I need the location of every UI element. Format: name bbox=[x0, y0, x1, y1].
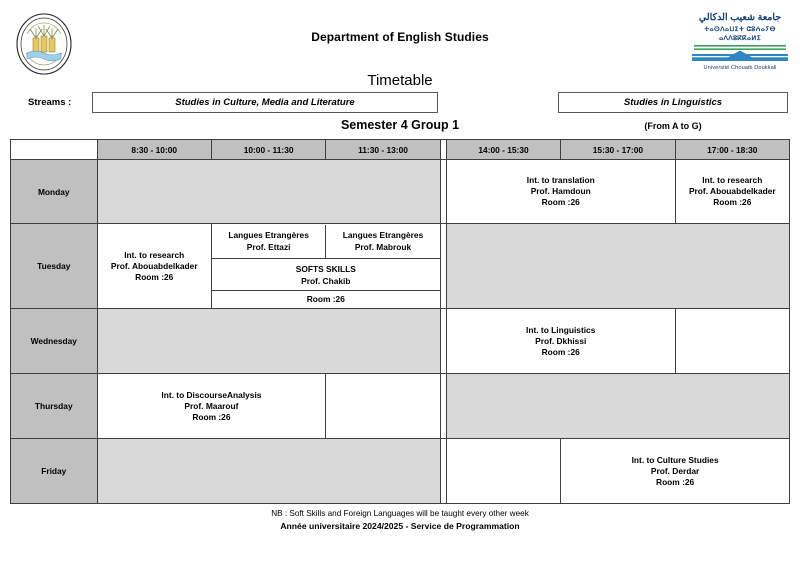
slot-tuesday-langues-mabrouk[interactable]: Langues Etrangères Prof. Mabrouk bbox=[325, 224, 440, 259]
table-row-tuesday: Tuesday Int. to research Prof. Abouabdel… bbox=[10, 223, 791, 309]
page-header: Department of English Studies Timetable … bbox=[0, 0, 800, 92]
university-name-arabic: جامعة شعيب الدكالي bbox=[698, 12, 782, 23]
teacher-name: Prof. Mabrouk bbox=[354, 242, 412, 253]
university-logo-mark-icon bbox=[688, 45, 792, 63]
course-name: Int. to DiscourseAnalysis bbox=[161, 389, 262, 400]
room-number: Room :26 bbox=[541, 346, 580, 357]
timetable-table: 8:30 - 10:00 10:00 - 11:30 11:30 - 13:00… bbox=[10, 139, 791, 504]
header-timeslot-morning-3: 11:30 - 13:00 bbox=[325, 139, 441, 160]
teacher-name: Prof. Chakib bbox=[301, 275, 351, 286]
slot-thursday-midday-empty[interactable] bbox=[325, 373, 441, 439]
slot-tuesday-langues-ettazi[interactable]: Langues Etrangères Prof. Ettazi bbox=[211, 224, 327, 259]
table-row-monday: Monday Int. to translation Prof. Hamdoun… bbox=[10, 159, 791, 224]
timetable-header-row: 8:30 - 10:00 10:00 - 11:30 11:30 - 13:00… bbox=[10, 139, 791, 160]
footer-note: NB : Soft Skills and Foreign Languages w… bbox=[271, 509, 529, 518]
header-timeslot-afternoon-1: 14:00 - 15:30 bbox=[445, 139, 562, 160]
header-timeslot-afternoon-3: 17:00 - 18:30 bbox=[674, 139, 791, 160]
slot-friday-morning-empty[interactable] bbox=[96, 438, 441, 504]
room-number: Room :26 bbox=[135, 271, 174, 282]
course-name: Langues Etrangères bbox=[342, 230, 424, 241]
table-row-wednesday: Wednesday Int. to Linguistics Prof. Dkhi… bbox=[10, 308, 791, 374]
semester-row: Semester 4 Group 1 (From A to G) bbox=[0, 118, 800, 138]
slot-tuesday-soft-skills[interactable]: SOFTS SKILLS Prof. Chakib bbox=[211, 258, 440, 291]
university-name-french: Université Chouaib Doukkali bbox=[703, 65, 777, 71]
teacher-name: Prof. Hamdoun bbox=[530, 186, 591, 196]
stream-box-culture-media-literature: Studies in Culture, Media and Literature bbox=[92, 92, 438, 113]
day-label-tuesday: Tuesday bbox=[10, 223, 98, 309]
teacher-name: Prof. Abouabdelkader bbox=[688, 186, 776, 196]
table-row-friday: Friday Int. to Culture Studies Prof. Der… bbox=[10, 438, 790, 504]
column-gap bbox=[439, 438, 447, 504]
university-logo: جامعة شعيب الدكالي ⵜⴰⵙⴷⴰⵡⵉⵜ ⵛⵓⵄⴰⵢⴱ ⴰⴷⴷⵓⴽ… bbox=[688, 12, 792, 74]
streams-row: Streams : Studies in Culture, Media and … bbox=[0, 92, 800, 118]
timetable-grid: 8:30 - 10:00 10:00 - 11:30 11:30 - 13:00… bbox=[10, 139, 791, 504]
slot-tuesday-soft-skills-room: Room :26 bbox=[211, 290, 440, 308]
day-label-friday: Friday bbox=[10, 438, 98, 504]
course-name: Int. to research bbox=[124, 249, 185, 260]
slot-monday-research[interactable]: Int. to research Prof. Abouabdelkader Ro… bbox=[674, 159, 791, 224]
course-name: Int. to research bbox=[702, 175, 763, 185]
table-row-thursday: Thursday Int. to DiscourseAnalysis Prof.… bbox=[10, 373, 791, 439]
room-number: Room :26 bbox=[713, 197, 752, 207]
slot-wednesday-morning-empty[interactable] bbox=[96, 308, 441, 374]
slot-monday-morning-empty[interactable] bbox=[96, 159, 441, 224]
header-corner-cell bbox=[10, 139, 98, 160]
footer-academic-year: Année universitaire 2024/2025 - Service … bbox=[280, 521, 520, 531]
tuesday-inner-row-languages: Langues Etrangères Prof. Ettazi Langues … bbox=[211, 224, 440, 259]
tuesday-inner-row-softskills: SOFTS SKILLS Prof. Chakib bbox=[211, 258, 440, 291]
streams-label: Streams : bbox=[28, 97, 72, 108]
page-footer: NB : Soft Skills and Foreign Languages w… bbox=[0, 508, 800, 533]
header-timeslot-morning-2: 10:00 - 11:30 bbox=[210, 139, 327, 160]
group-range-label: (From A to G) bbox=[644, 121, 702, 131]
semester-group-title: Semester 4 Group 1 bbox=[340, 118, 460, 132]
slot-tuesday-afternoon-empty[interactable] bbox=[445, 223, 791, 309]
tuesday-inner-table: Langues Etrangères Prof. Ettazi Langues … bbox=[211, 224, 440, 308]
slot-friday-afternoon-empty[interactable] bbox=[445, 438, 562, 504]
slot-tuesday-research[interactable]: Int. to research Prof. Abouabdelkader Ro… bbox=[96, 223, 212, 309]
stream-box-linguistics: Studies in Linguistics bbox=[558, 92, 788, 113]
slot-monday-translation[interactable]: Int. to translation Prof. Hamdoun Room :… bbox=[445, 159, 676, 224]
faculty-seal-icon bbox=[13, 11, 75, 81]
room-number: Room :26 bbox=[656, 476, 695, 487]
day-label-wednesday: Wednesday bbox=[10, 308, 98, 374]
course-name: Int. to Culture Studies bbox=[631, 454, 719, 465]
course-name: Int. to translation bbox=[526, 175, 595, 185]
slot-tuesday-languages-softskills-block: Langues Etrangères Prof. Ettazi Langues … bbox=[210, 223, 441, 309]
slot-wednesday-evening-empty[interactable] bbox=[674, 308, 791, 374]
teacher-name: Prof. Derdar bbox=[650, 465, 700, 476]
university-name-tifinagh: ⵜⴰⵙⴷⴰⵡⵉⵜ ⵛⵓⵄⴰⵢⴱ ⴰⴷⴷⵓⴽⴽⴰⵍⵉ bbox=[704, 26, 776, 42]
teacher-name: Prof. Abouabdelkader bbox=[110, 260, 198, 271]
slot-thursday-afternoon-empty[interactable] bbox=[445, 373, 791, 439]
teacher-name: Prof. Maarouf bbox=[184, 400, 239, 411]
slot-wednesday-linguistics[interactable]: Int. to Linguistics Prof. Dkhissi Room :… bbox=[445, 308, 676, 374]
teacher-name: Prof. Ettazi bbox=[246, 242, 291, 253]
day-label-monday: Monday bbox=[10, 159, 98, 224]
day-label-thursday: Thursday bbox=[10, 373, 98, 439]
course-name: Langues Etrangères bbox=[228, 230, 309, 241]
department-title: Department of English Studies bbox=[311, 30, 489, 44]
page-title: Timetable bbox=[367, 72, 433, 89]
room-number: Room :26 bbox=[541, 197, 580, 207]
tuesday-inner-row-room: Room :26 bbox=[211, 290, 440, 308]
slot-friday-culture-studies[interactable]: Int. to Culture Studies Prof. Derdar Roo… bbox=[560, 438, 790, 504]
teacher-name: Prof. Dkhissi bbox=[535, 335, 587, 346]
header-timeslot-afternoon-2: 15:30 - 17:00 bbox=[560, 139, 676, 160]
header-timeslot-morning-1: 8:30 - 10:00 bbox=[96, 139, 212, 160]
course-name: Int. to Linguistics bbox=[526, 324, 596, 335]
course-name: SOFTS SKILLS bbox=[295, 263, 356, 274]
room-number: Room :26 bbox=[192, 411, 231, 422]
slot-thursday-discourse-analysis[interactable]: Int. to DiscourseAnalysis Prof. Maarouf … bbox=[96, 373, 327, 439]
